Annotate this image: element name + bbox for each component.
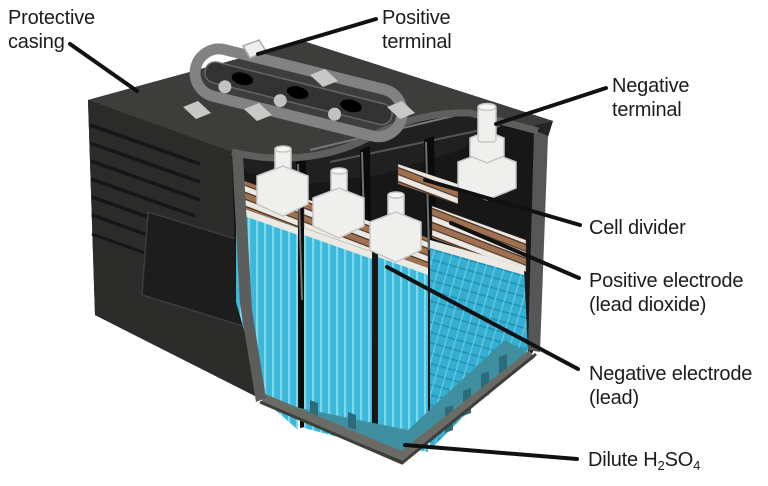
leader-negative-terminal (494, 86, 608, 126)
label-line: (lead) (589, 387, 639, 409)
handle-hole (231, 72, 254, 86)
vent-cap (244, 103, 272, 121)
label-line: Positive (382, 7, 451, 29)
label-line: Dilute H (588, 449, 658, 471)
handle-rivet (328, 107, 342, 121)
label-line: Positive electrode (589, 270, 744, 292)
bottom-rim (261, 350, 535, 462)
vent-cap (183, 101, 211, 119)
cell-connector-cap (312, 167, 365, 239)
label-protective-casing: Protective casing (8, 6, 95, 54)
cell-connector-cap (369, 191, 422, 263)
vent-cap (310, 69, 338, 87)
label-positive-electrode: Positive electrode (lead dioxide) (589, 269, 743, 317)
handle-rivet (273, 94, 287, 108)
label-positive-terminal: Positive terminal (382, 6, 452, 54)
label-line: SO (664, 449, 694, 471)
label-line: Cell divider (589, 217, 686, 239)
leader-dilute-acid (403, 443, 579, 461)
plate-blocks (236, 206, 428, 452)
label-line: casing (8, 31, 65, 53)
carry-handle (189, 43, 408, 143)
label-line: Protective (8, 7, 95, 29)
negative-plate-block (304, 228, 372, 446)
label-line: terminal (382, 31, 452, 53)
cell-connector-cap (256, 145, 309, 217)
leader-positive-electrode (449, 221, 581, 280)
handle-hole (286, 86, 309, 99)
right-cut-edge (528, 130, 548, 352)
handle-rivet (218, 80, 232, 94)
vent-cap (387, 101, 415, 119)
label-cell-divider: Cell divider (589, 216, 686, 240)
subscript: 4 (693, 458, 701, 473)
leader-lines (68, 17, 608, 461)
handle-hole (340, 99, 362, 113)
label-dilute-acid: Dilute H2SO4 (588, 448, 700, 474)
leader-protective-casing (68, 42, 139, 93)
negative-plate-block (378, 250, 428, 452)
negative-plate-block (236, 206, 298, 430)
leader-negative-electrode (385, 265, 580, 371)
cell-connector-caps (256, 145, 422, 263)
subscript: 2 (657, 458, 665, 473)
label-line: Negative electrode (589, 363, 753, 385)
label-negative-electrode: Negative electrode (lead) (589, 362, 752, 410)
leader-cell-divider (423, 178, 582, 227)
casing-front-face (88, 100, 263, 400)
electrode-stack-stripes (397, 163, 459, 205)
left-cut-edge (232, 152, 266, 402)
leader-positive-terminal (256, 17, 378, 56)
label-negative-terminal: Negative terminal (612, 74, 690, 122)
label-line: terminal (612, 99, 682, 121)
label-line: (lead dioxide) (589, 294, 707, 316)
electrode-stack-stripes (431, 205, 527, 273)
negative-terminal-post (457, 102, 517, 201)
label-line: Negative (612, 75, 690, 97)
vent-caps (183, 69, 415, 121)
